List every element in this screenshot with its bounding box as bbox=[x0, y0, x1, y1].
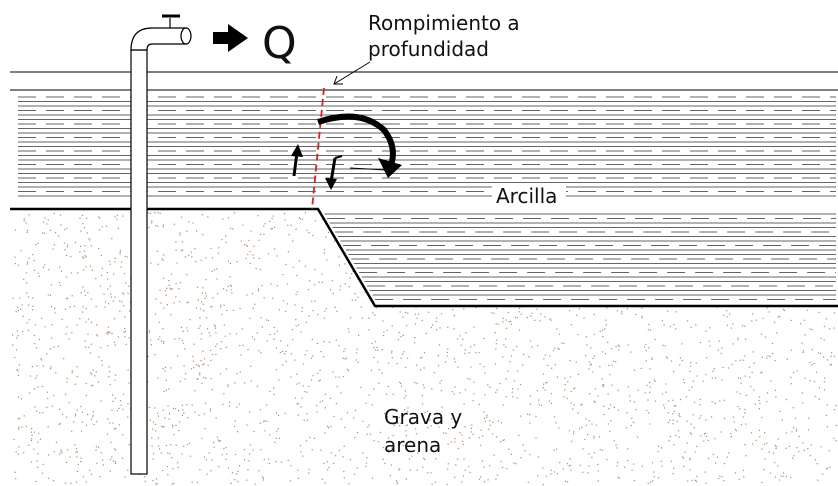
rupture-leader-arrow bbox=[333, 61, 371, 85]
gravel-label-line2: arena bbox=[384, 433, 441, 457]
flow-label: Q bbox=[262, 18, 297, 69]
arrow-right-icon bbox=[213, 24, 248, 52]
rotation-arrow-icon bbox=[317, 113, 402, 178]
up-arrow-icon bbox=[291, 144, 303, 177]
rupture-label-line2: profundidad bbox=[368, 37, 489, 61]
clay-label: Arcilla bbox=[496, 184, 557, 208]
clay-sand-interface bbox=[10, 207, 838, 308]
clay-layer bbox=[0, 88, 838, 306]
gravel-label-line1: Grava y bbox=[384, 405, 462, 429]
well-pipe bbox=[130, 49, 148, 475]
sand-gravel-texture bbox=[12, 212, 837, 486]
rupture-label-line1: Rompimiento a bbox=[368, 11, 520, 35]
faucet-icon bbox=[130, 14, 192, 51]
clay-hatching bbox=[18, 96, 836, 300]
clay-label-bg bbox=[492, 184, 566, 208]
failure-plane bbox=[311, 87, 325, 210]
down-arrow-icon bbox=[325, 155, 343, 190]
